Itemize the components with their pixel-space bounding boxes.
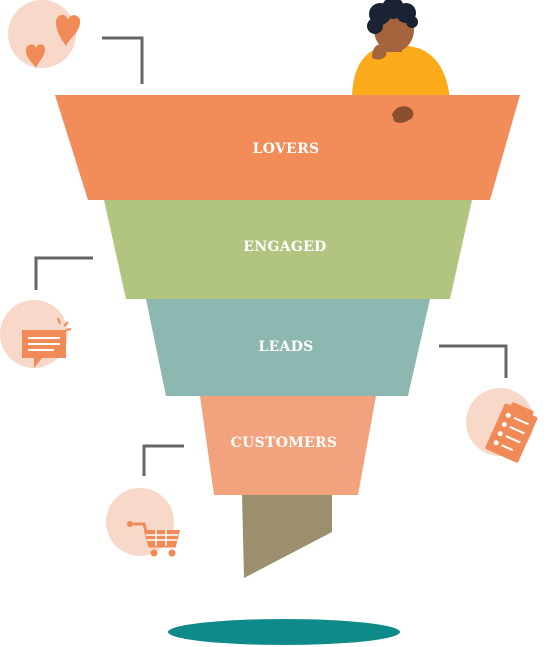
person-hand-overlap (392, 106, 414, 123)
person-hair (367, 0, 418, 34)
stage-label-engaged: ENGAGED (243, 239, 326, 255)
stage-label-customers: CUSTOMERS (231, 435, 338, 451)
person-hand-chin (372, 44, 387, 60)
checklist-icon (466, 388, 538, 463)
funnel-stage-leads: LEADS (146, 299, 430, 396)
stage-shape (200, 396, 376, 495)
funnel-stage-engaged: ENGAGED (104, 200, 472, 299)
chat-bubble-icon (0, 300, 72, 368)
connector-lines (34, 36, 508, 476)
funnel-spout (242, 494, 332, 578)
funnel-stage-customers: CUSTOMERS (200, 396, 376, 495)
connector-chat (34, 256, 93, 290)
person-shirt (352, 45, 450, 100)
connector-hearts (102, 36, 144, 84)
stage-label-lovers: LOVERS (253, 141, 320, 157)
connector-checklist (439, 344, 508, 378)
shopping-cart-icon (106, 488, 180, 557)
connector-cart (142, 444, 184, 476)
funnel-shadow (168, 619, 400, 645)
funnel-stage-lovers: LOVERS (55, 95, 520, 200)
hearts-icon (8, 0, 81, 68)
stage-label-leads: LEADS (258, 339, 313, 355)
stage-shape (146, 299, 430, 396)
stage-shape (104, 200, 472, 299)
